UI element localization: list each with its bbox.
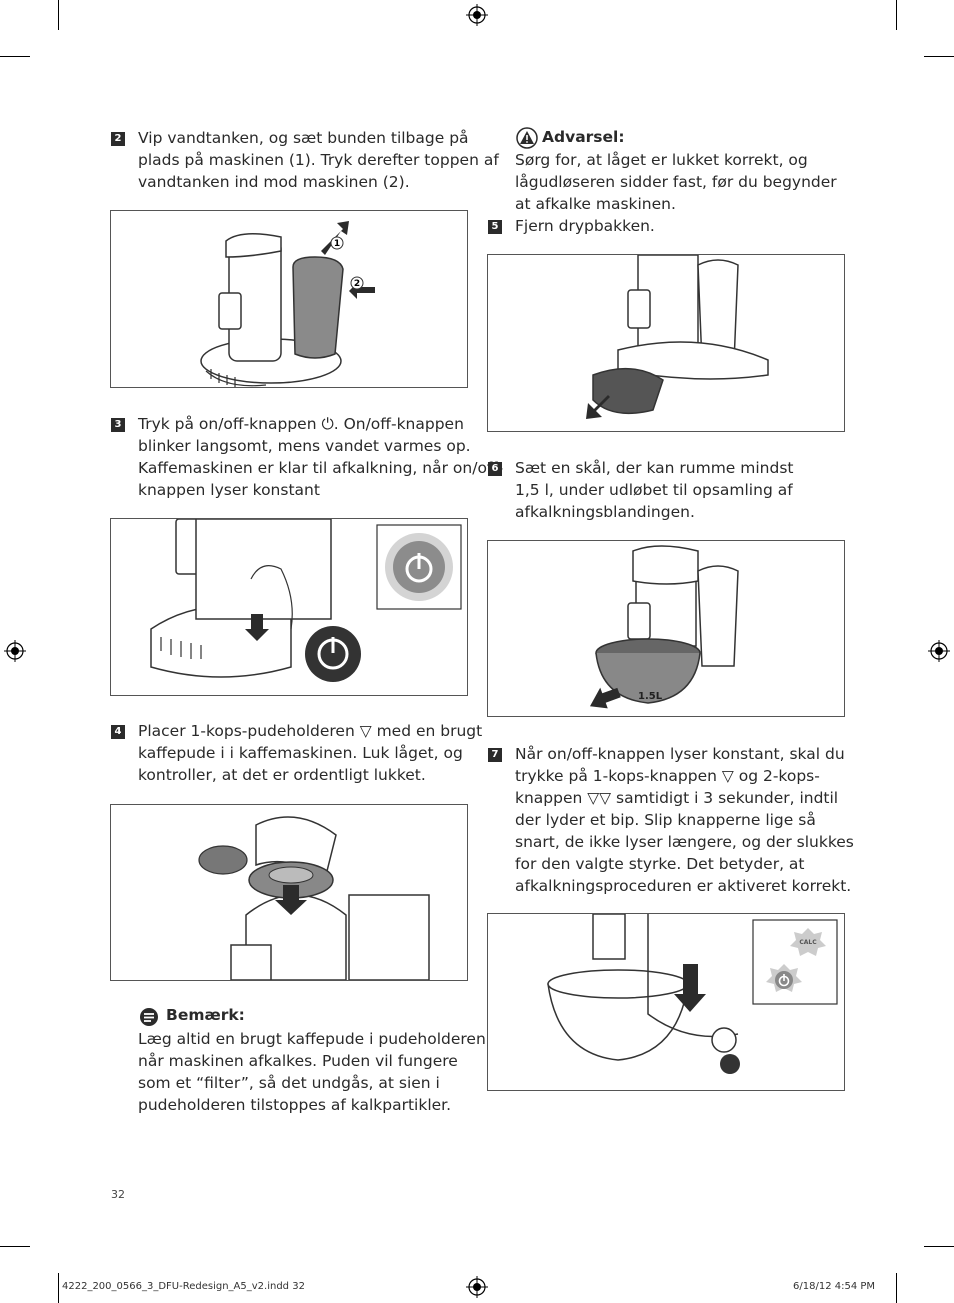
text-line: plads på maskinen (1). Tryk derefter top… (138, 151, 499, 169)
step-3-text: Tryk på on/off-knappen ⏻. On/off-knappen… (138, 413, 503, 501)
text-line: pudeholderen tilstoppes af kalkpartikler… (138, 1096, 452, 1114)
text-line: knappen lyser konstant (138, 481, 320, 499)
registration-mark-icon (466, 1276, 488, 1298)
crop-mark (58, 1273, 59, 1303)
text-line: Fjern drypbakken. (515, 217, 655, 235)
text-line: lågudløseren sidder fast, før du begynde… (515, 173, 837, 191)
footer-filename: 4222_200_0566_3_DFU-Redesign_A5_v2.indd … (62, 1281, 305, 1292)
calc-label: CALC (799, 939, 817, 946)
text-line: Tryk på on/off-knappen ⏻. On/off-knappen (138, 415, 464, 433)
registration-mark-icon (4, 640, 26, 662)
warning-title: Advarsel: (542, 128, 625, 146)
figure-power-button (110, 518, 468, 696)
step-number-badge: 6 (488, 462, 502, 476)
step-6-text: Sæt en skål, der kan rumme mindst 1,5 l,… (515, 457, 794, 523)
text-line: blinker langsomt, mens vandet varmes op. (138, 437, 471, 455)
text-line: som et “filter”, så det undgås, at sien … (138, 1074, 440, 1092)
callout-1 (330, 236, 344, 250)
figure-pad-holder (110, 804, 468, 981)
crop-mark (0, 56, 30, 57)
warning-text: Sørg for, at låget er lukket korrekt, og… (515, 149, 837, 215)
footer-timestamp: 6/18/12 4:54 PM (793, 1281, 876, 1292)
registration-mark-icon (928, 640, 950, 662)
crop-mark (58, 0, 59, 30)
text-line: for den valgte styrke. Det betyder, at (515, 855, 805, 873)
step-number-badge: 7 (488, 748, 502, 762)
registration-mark-icon (466, 4, 488, 26)
text-line: Sæt en skål, der kan rumme mindst (515, 459, 794, 477)
text-line: at afkalke maskinen. (515, 195, 676, 213)
crop-mark (896, 1273, 897, 1303)
text-line: 1,5 l, under udløbet til opsamling af (515, 481, 793, 499)
text-line: knappen ▽▽ samtidigt i 3 sekunder, indti… (515, 789, 839, 807)
text-line: vandtanken ind mod maskinen (2). (138, 173, 410, 191)
text-line: Kaffemaskinen er klar til afkalkning, nå… (138, 459, 504, 477)
callout-2-label: 2 (354, 279, 360, 289)
text-line: Placer 1-kops-pudeholderen ▽ med en brug… (138, 722, 483, 740)
crop-mark (924, 56, 954, 57)
text-line: når maskinen afkalkes. Puden vil fungere (138, 1052, 458, 1070)
text-line: Når on/off-knappen lyser konstant, skal … (515, 745, 845, 763)
figure-water-tank: 1 2 (110, 210, 468, 388)
text-line: Vip vandtanken, og sæt bunden tilbage på (138, 129, 469, 147)
figure-bowl: 1.5L (487, 540, 845, 717)
page-number: 32 (111, 1188, 125, 1201)
text-line: afkalkningsblandingen. (515, 503, 695, 521)
text-line: der lyder et bip. Slip knapperne lige så (515, 811, 816, 829)
step-number-badge: 4 (111, 725, 125, 739)
crop-mark (0, 1246, 30, 1247)
crop-mark (896, 0, 897, 30)
text-line: Læg altid en brugt kaffepude i pudeholde… (138, 1030, 491, 1048)
step-4-text: Placer 1-kops-pudeholderen ▽ med en brug… (138, 720, 482, 786)
step-7-text: Når on/off-knappen lyser konstant, skal … (515, 743, 854, 897)
note-text: Læg altid en brugt kaffepude i pudeholde… (138, 1028, 491, 1116)
text-line: kaffepude i i kaffemaskinen. Luk låget, … (138, 744, 463, 762)
note-title: Bemærk: (166, 1006, 245, 1024)
warning-icon (516, 127, 538, 149)
crop-mark (924, 1246, 954, 1247)
step-2-text: Vip vandtanken, og sæt bunden tilbage på… (138, 127, 499, 193)
text-line: kontroller, at det er ordentligt lukket. (138, 766, 426, 784)
step-number-badge: 3 (111, 418, 125, 432)
text-line: snart, de ikke lyser længere, og der slu… (515, 833, 854, 851)
text-line: trykke på 1-kops-knappen ▽ og 2-kops- (515, 767, 820, 785)
figure-calc-buttons: CALC (487, 913, 845, 1091)
step-5-text: Fjern drypbakken. (515, 215, 655, 237)
note-icon (140, 1008, 158, 1026)
figure-drip-tray (487, 254, 845, 432)
callout-2 (350, 276, 364, 290)
bowl-capacity-label: 1.5L (638, 691, 663, 702)
step-number-badge: 2 (111, 132, 125, 146)
text-line: afkalkningsproceduren er aktiveret korre… (515, 877, 852, 895)
callout-1-label: 1 (334, 239, 340, 249)
text-line: Sørg for, at låget er lukket korrekt, og (515, 151, 808, 169)
step-number-badge: 5 (488, 220, 502, 234)
